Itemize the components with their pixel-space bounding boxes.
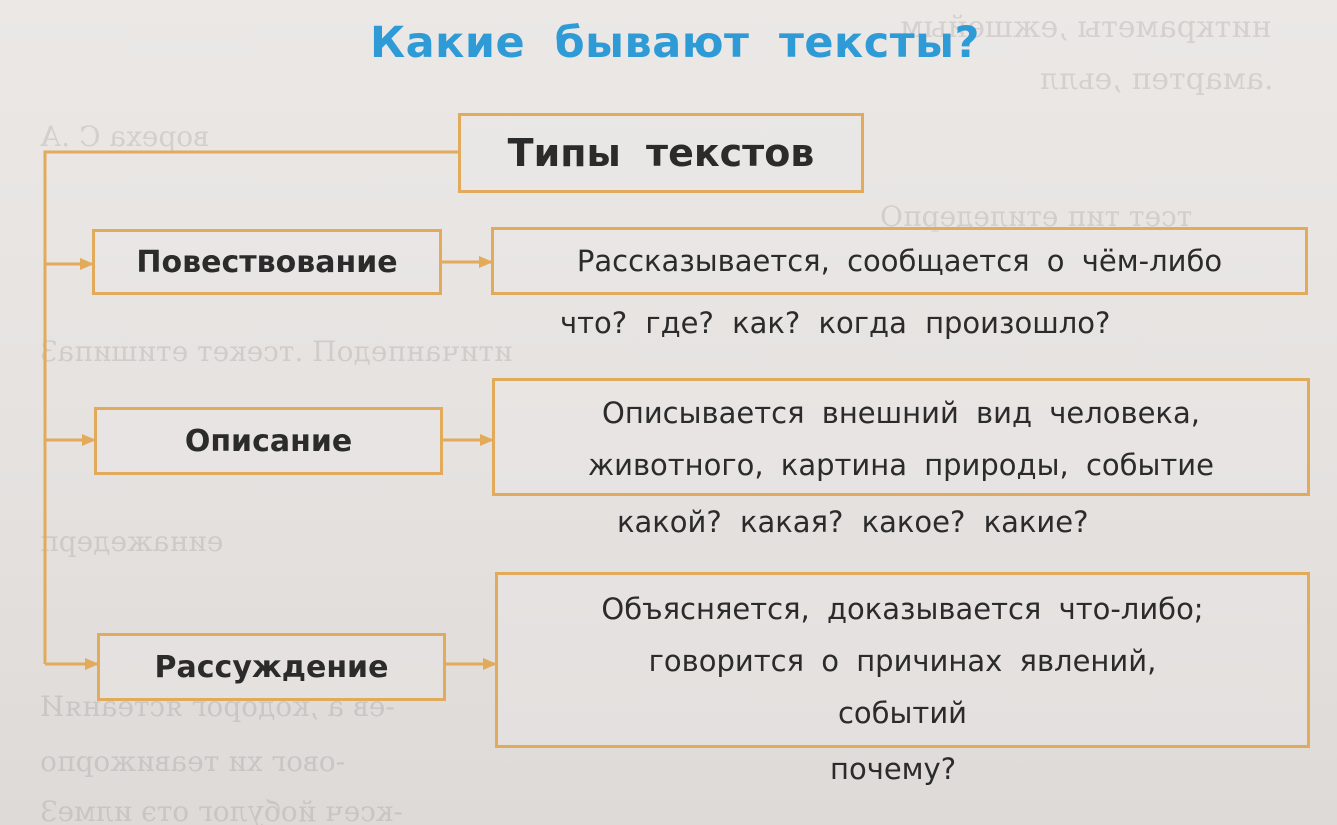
question-description: какой? какая? какое? какие? [617, 505, 1089, 539]
type-label-reasoning: Рассуждение [154, 649, 389, 685]
desc-text-reasoning-line-1: Объясняется, доказывается что-либо; [601, 592, 1204, 626]
type-label-narration: Повествование [136, 244, 398, 280]
page-title: Какие бывают тексты? [370, 18, 980, 68]
desc-box-description: Описывается внешний вид человека, животн… [492, 378, 1310, 496]
desc-box-narration: Рассказывается, сообщается о чём-либо [491, 227, 1308, 295]
desc-text-description-line-1: Описывается внешний вид человека, [602, 396, 1200, 430]
question-narration: что? где? как? когда произошло? [560, 306, 1111, 340]
desc-box-reasoning: Объясняется, доказывается что-либо; гово… [495, 572, 1310, 748]
type-box-description: Описание [94, 407, 443, 475]
desc-text-description-line-2: животного, картина природы, событие [587, 448, 1214, 482]
connector-trunk [43, 150, 458, 664]
type-label-description: Описание [184, 423, 353, 459]
question-reasoning: почему? [830, 752, 957, 786]
type-box-narration: Повествование [92, 229, 442, 295]
type-box-reasoning: Рассуждение [97, 633, 446, 701]
root-box-text-types: Типы текстов [458, 113, 864, 193]
desc-text-reasoning-line-3: событий [837, 696, 968, 730]
desc-text-reasoning-line-2: говорится о причинах явлений, [648, 644, 1157, 678]
root-label: Типы текстов [507, 131, 815, 175]
desc-text-narration: Рассказывается, сообщается о чём-либо [576, 244, 1223, 278]
